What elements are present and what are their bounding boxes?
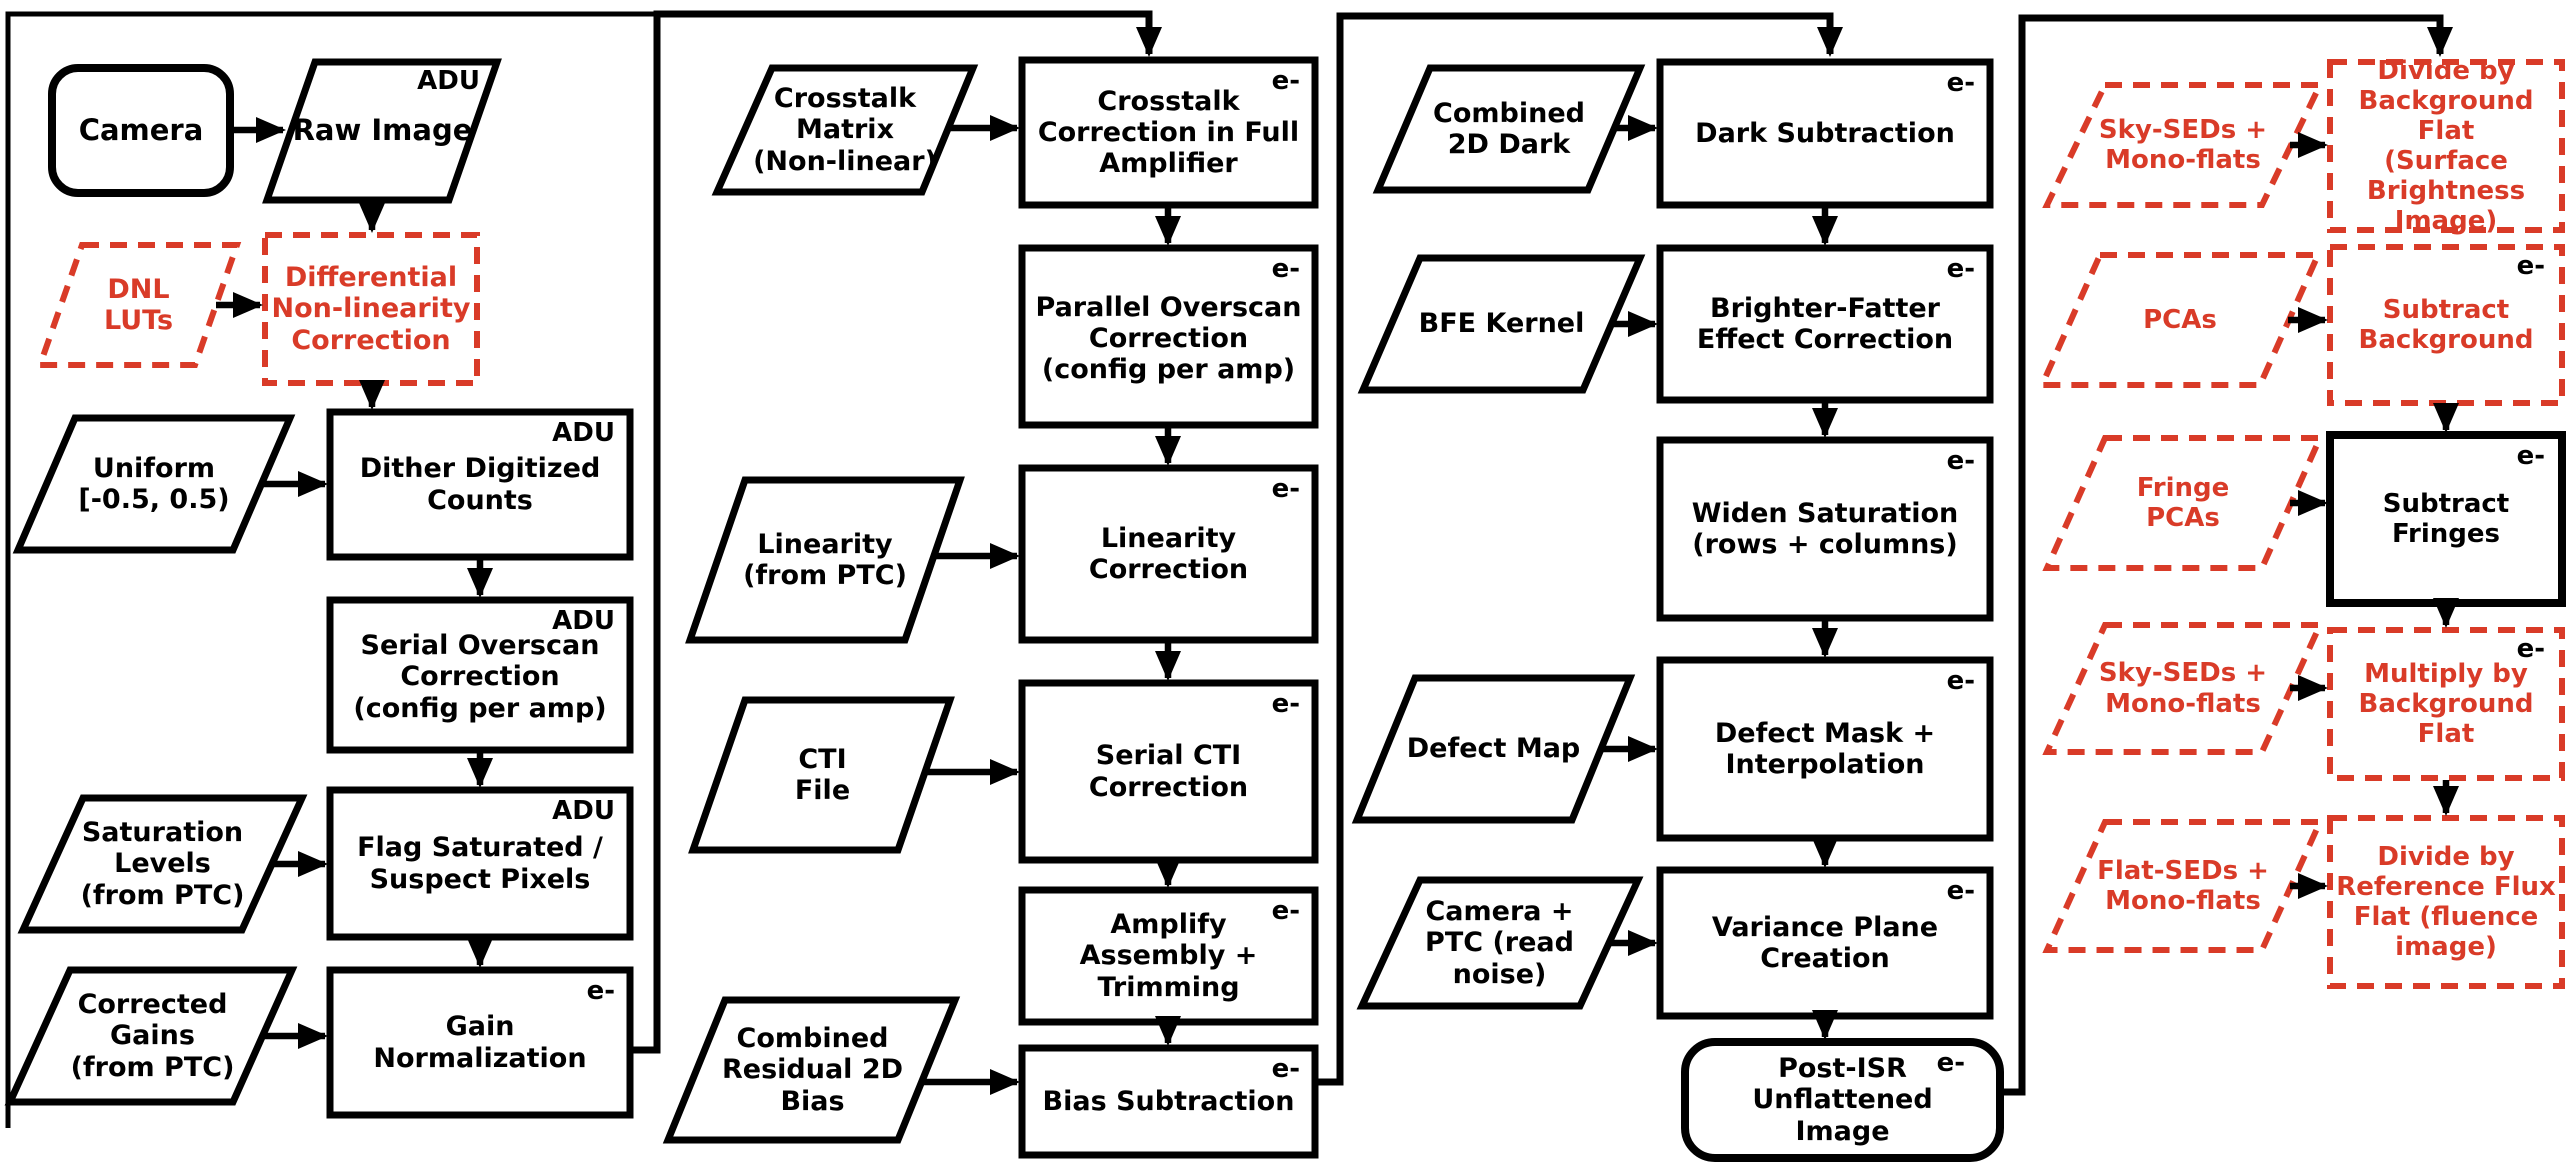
node-serial-cti-shape — [1018, 679, 1319, 864]
node-bias-subtraction-shape — [1018, 1044, 1319, 1159]
node-raw-image-shape — [262, 58, 502, 204]
column2-to-column3-connector — [1315, 12, 1843, 1086]
node-divide-reference-flux-shape — [2327, 815, 2565, 989]
left-frame-line — [5, 11, 655, 1128]
node-multiply-background-flat-shape — [2327, 627, 2565, 781]
node-saturation-levels-shape — [17, 794, 308, 934]
node-crosstalk-correction-shape — [1018, 56, 1319, 209]
node-fringe-pcas-shape — [2042, 435, 2325, 571]
node-corrected-gains-shape — [4, 966, 298, 1106]
node-flag-saturated-shape — [326, 786, 634, 941]
node-gain-normalization-shape — [326, 966, 634, 1119]
node-dark-subtraction-shape — [1656, 58, 1994, 209]
node-subtract-fringes-shape — [2326, 431, 2566, 607]
node-differential-nonlinearity-shape — [262, 232, 480, 386]
column1-to-column2-connector — [630, 10, 1162, 1054]
node-linearity-input-shape — [685, 476, 965, 644]
node-pcas-shape — [2037, 252, 2323, 388]
node-variance-plane-shape — [1656, 866, 1994, 1020]
flow-arrows — [216, 115, 2459, 1095]
node-subtract-background-shape — [2327, 244, 2565, 406]
node-defect-map-shape — [1351, 674, 1636, 824]
column3-to-column4-connector — [2000, 14, 2453, 1096]
node-cti-file-shape — [688, 696, 955, 854]
node-uniform-shape — [12, 414, 296, 554]
node-linearity-correction-shape — [1018, 464, 1319, 644]
node-dnl-luts-shape — [35, 242, 242, 368]
node-divide-background-flat-shape — [2327, 59, 2565, 233]
node-parallel-overscan-shape — [1018, 244, 1319, 429]
node-sky-seds-1-shape — [2042, 82, 2325, 208]
node-residual-bias-shape — [662, 996, 961, 1144]
node-serial-overscan-shape — [326, 596, 634, 754]
node-widen-saturation-shape — [1656, 436, 1994, 622]
node-bfe-kernel-shape — [1357, 254, 1646, 394]
node-flat-seds-shape — [2042, 819, 2325, 953]
node-post-isr-shape — [1681, 1038, 2004, 1162]
node-dither-shape — [326, 408, 634, 561]
node-crosstalk-matrix-shape — [711, 64, 979, 196]
node-camera-ptc-shape — [1356, 876, 1644, 1010]
node-sky-seds-2-shape — [2042, 622, 2325, 755]
node-camera-shape — [48, 64, 234, 197]
node-defect-mask-shape — [1656, 656, 1994, 842]
node-amplify-assembly-shape — [1018, 886, 1319, 1026]
node-bfe-correction-shape — [1656, 244, 1994, 404]
node-combined-dark-shape — [1372, 64, 1646, 194]
